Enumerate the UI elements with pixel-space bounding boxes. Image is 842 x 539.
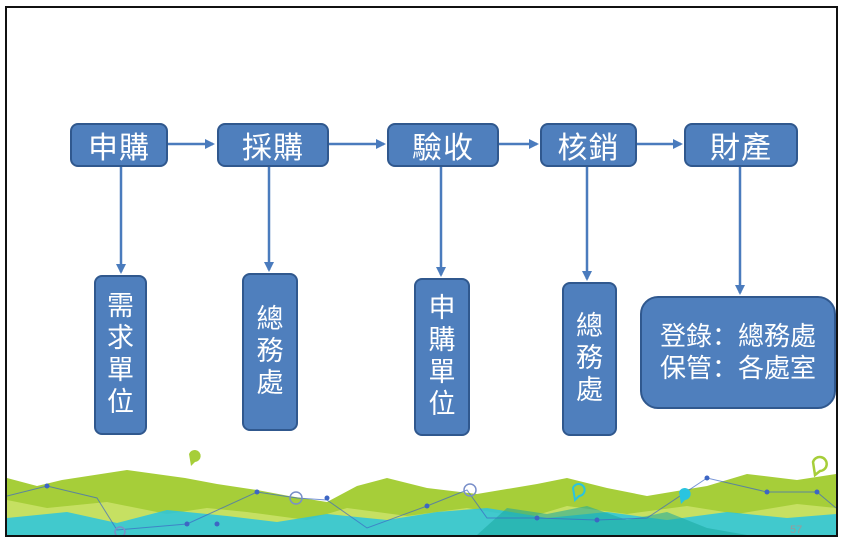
deco-teal-fold [477, 506, 747, 535]
deco-dot [424, 503, 430, 509]
deco-ring [289, 491, 303, 505]
unit-char: 求 [107, 323, 134, 354]
page-number: 57 [790, 524, 803, 536]
deco-dot [184, 521, 190, 527]
deco-drop-green-outline [811, 455, 828, 478]
step-procurement: 採購 [217, 123, 329, 167]
unit-requesting-unit: 需 求 單 位 [94, 275, 147, 435]
unit-char: 位 [107, 387, 134, 418]
unit-property-management: 登錄：總務處 保管：各處室 [640, 296, 836, 409]
unit-char: 購 [428, 325, 456, 356]
deco-dot [704, 475, 710, 481]
deco-ring [114, 526, 126, 535]
deco-dot [764, 489, 770, 495]
step-acceptance: 驗收 [387, 123, 499, 167]
deco-dot [814, 489, 820, 495]
deco-drop-cyan [679, 488, 691, 504]
unit-char: 申 [428, 293, 456, 324]
unit-char: 需 [107, 291, 134, 322]
flow-arrows [116, 139, 745, 295]
step-reimbursement: 核銷 [540, 123, 637, 167]
unit-line-registration: 登錄：總務處 [659, 321, 816, 352]
deco-drop-cyan-outline [571, 483, 586, 503]
unit-char: 位 [428, 389, 456, 420]
deco-dot [534, 515, 540, 521]
unit-applying-unit: 申 購 單 位 [414, 278, 470, 436]
slide: 申購 採購 驗收 核銷 財產 需 求 單 位 總 務 處 申 購 單 位 總 務… [5, 6, 838, 537]
deco-drop-green [189, 450, 201, 466]
unit-general-affairs-2: 總 務 處 [562, 282, 617, 436]
unit-general-affairs-1: 總 務 處 [242, 273, 298, 431]
deco-dot [214, 521, 220, 527]
unit-char: 務 [256, 336, 284, 367]
unit-char: 總 [576, 311, 603, 342]
unit-char: 務 [576, 343, 603, 374]
step-property: 財產 [684, 123, 798, 167]
unit-char: 處 [256, 368, 284, 399]
deco-ring [463, 483, 477, 497]
deco-dot [594, 517, 600, 523]
unit-char: 處 [576, 375, 603, 406]
decorative-footer [7, 450, 836, 535]
deco-dots [44, 475, 820, 527]
unit-char: 單 [107, 355, 134, 386]
deco-drops [189, 450, 828, 504]
unit-char: 總 [256, 304, 284, 335]
deco-rings [114, 483, 477, 535]
unit-char: 單 [428, 357, 456, 388]
deco-dot [254, 489, 260, 495]
unit-line-custody: 保管：各處室 [659, 353, 816, 384]
step-apply-purchase: 申購 [70, 123, 168, 167]
deco-dot [44, 483, 50, 489]
deco-dot [324, 495, 330, 501]
